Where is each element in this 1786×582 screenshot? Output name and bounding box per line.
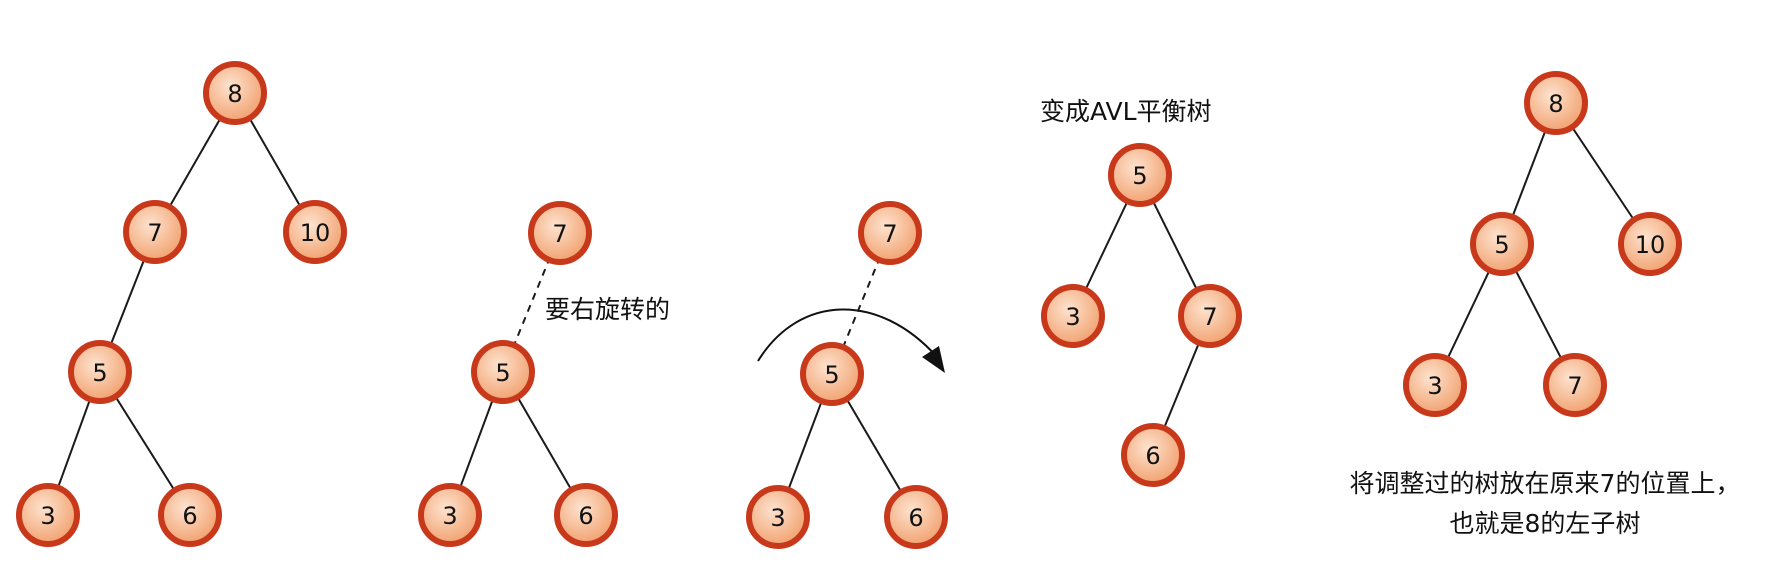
final-tree-node-n7: 7	[1543, 353, 1607, 417]
subtree-to-rotate-node-label-n3: 3	[442, 502, 457, 530]
final-tree-node-label-n3: 3	[1427, 372, 1442, 400]
subtree-to-rotate-node-n3: 3	[418, 483, 482, 547]
balanced-subtree-node-label-n5: 5	[1132, 162, 1147, 190]
subtree-to-rotate-node-n7: 7	[528, 201, 592, 265]
final-tree-node-circle-n10	[1618, 212, 1682, 276]
rotate-caption: 要右旋转的	[545, 295, 670, 324]
original-tree-node-circle-n3	[16, 483, 80, 547]
original-tree-node-n8: 8	[203, 61, 267, 125]
edges-layer	[47, 92, 1651, 518]
rotating-node-label-n7: 7	[882, 220, 897, 248]
original-tree-node-label-n7: 7	[147, 219, 162, 247]
rotating-node-label-n5: 5	[824, 361, 839, 389]
final-tree-node-n5: 5	[1470, 212, 1534, 276]
original-tree-node-label-n10: 10	[300, 219, 331, 247]
subtree-to-rotate-node-circle-n6	[554, 483, 618, 547]
final-tree-node-label-n7: 7	[1567, 372, 1582, 400]
rotating-node-n3: 3	[746, 485, 810, 549]
balanced-subtree-node-label-n6: 6	[1145, 442, 1160, 470]
final-tree-node-n8: 8	[1524, 71, 1588, 135]
final-tree-node-n10: 10	[1618, 212, 1682, 276]
final-tree-node-label-n10: 10	[1635, 231, 1666, 259]
balanced-subtree-node-n7: 7	[1178, 284, 1242, 348]
balanced-subtree-node-n3: 3	[1041, 284, 1105, 348]
balanced-subtree-node-circle-n3	[1041, 284, 1105, 348]
original-tree-node-label-n5: 5	[92, 359, 107, 387]
original-tree-node-label-n8: 8	[227, 80, 242, 108]
final-caption-line2: 也就是8的左子树	[1450, 509, 1641, 538]
rotating-node-circle-n7	[858, 201, 922, 265]
subtree-to-rotate-node-circle-n5	[471, 340, 535, 404]
subtree-to-rotate-node-circle-n3	[418, 483, 482, 547]
subtree-to-rotate-node-label-n6: 6	[578, 502, 593, 530]
final-tree-node-circle-n7	[1543, 353, 1607, 417]
rotating-node-label-n3: 3	[770, 504, 785, 532]
rotating-node-n7: 7	[858, 201, 922, 265]
original-tree-node-label-n6: 6	[182, 502, 197, 530]
balanced-subtree-node-label-n7: 7	[1202, 303, 1217, 331]
original-tree-node-circle-n5	[68, 340, 132, 404]
rotating-node-circle-n6	[884, 485, 948, 549]
original-tree-node-circle-n7	[123, 200, 187, 264]
rotating-node-n6: 6	[884, 485, 948, 549]
final-tree-node-label-n8: 8	[1548, 90, 1563, 118]
rotating-node-circle-n3	[746, 485, 810, 549]
subtree-to-rotate-node-label-n5: 5	[495, 359, 510, 387]
original-tree-node-n3: 3	[16, 483, 80, 547]
avl-caption: 变成AVL平衡树	[1040, 97, 1212, 126]
rotating-node-label-n6: 6	[908, 504, 923, 532]
rotating-node-circle-n5	[800, 342, 864, 406]
balanced-subtree-node-label-n3: 3	[1065, 303, 1080, 331]
original-tree-node-n5: 5	[68, 340, 132, 404]
original-tree-node-circle-n10	[283, 200, 347, 264]
original-tree-node-label-n3: 3	[40, 502, 55, 530]
final-caption-line1: 将调整过的树放在原来7的位置上，	[1350, 469, 1741, 498]
balanced-subtree-node-circle-n7	[1178, 284, 1242, 348]
final-tree-node-label-n5: 5	[1494, 231, 1509, 259]
final-tree-node-n3: 3	[1403, 353, 1467, 417]
final-tree-node-circle-n5	[1470, 212, 1534, 276]
original-tree-node-n6: 6	[158, 483, 222, 547]
final-tree-node-circle-n8	[1524, 71, 1588, 135]
original-tree-node-circle-n6	[158, 483, 222, 547]
nodes-layer: 8 7 10 5 3 6 7 5 3 6 7 5 3 6 5 3 7 6 8 5 10 3 7	[16, 61, 1682, 549]
subtree-to-rotate-node-n6: 6	[554, 483, 618, 547]
balanced-subtree-node-circle-n6	[1121, 423, 1185, 487]
original-tree-node-n7: 7	[123, 200, 187, 264]
subtree-to-rotate-node-circle-n7	[528, 201, 592, 265]
balanced-subtree-node-n5: 5	[1108, 143, 1172, 207]
final-tree-node-circle-n3	[1403, 353, 1467, 417]
rotation-arrow	[757, 308, 938, 362]
rotation-arrowhead	[922, 346, 945, 373]
balanced-subtree-node-n6: 6	[1121, 423, 1185, 487]
rotating-node-n5: 5	[800, 342, 864, 406]
subtree-to-rotate-node-label-n7: 7	[552, 220, 567, 248]
original-tree-node-n10: 10	[283, 200, 347, 264]
original-tree-node-circle-n8	[203, 61, 267, 125]
balanced-subtree-node-circle-n5	[1108, 143, 1172, 207]
subtree-to-rotate-node-n5: 5	[471, 340, 535, 404]
